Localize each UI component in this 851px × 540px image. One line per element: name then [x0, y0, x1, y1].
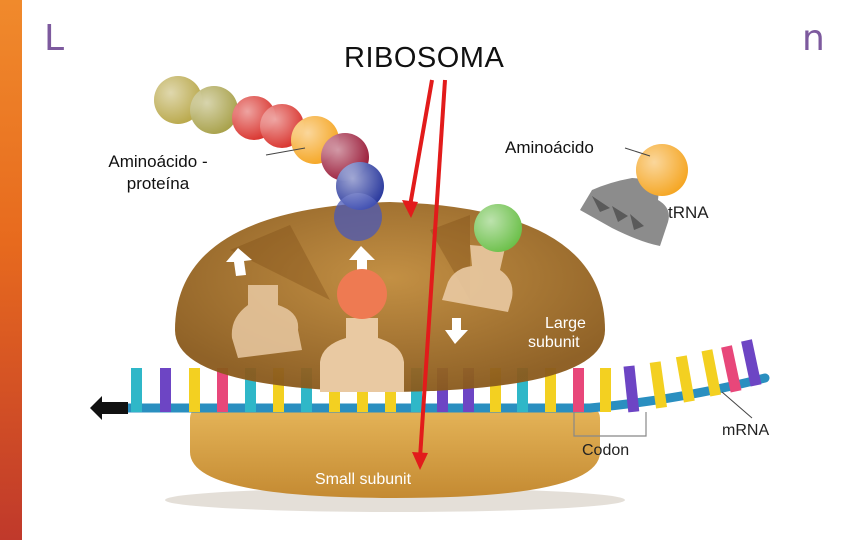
- leader-line-aminoacid-protein: [265, 147, 306, 156]
- small-subunit: [190, 405, 600, 498]
- codon-label: Codon: [582, 442, 629, 459]
- trna-right: [442, 245, 513, 312]
- aminoacid-label: Aminoácido: [505, 138, 594, 157]
- mrna-label: mRNA: [722, 422, 769, 439]
- background-letter-left: L: [44, 18, 65, 59]
- arrow-icon: [445, 318, 468, 344]
- pointer-arrows: [402, 79, 447, 470]
- codon-bracket: [573, 412, 647, 437]
- trna-left: [231, 285, 302, 358]
- large-subunit-shading: [230, 215, 470, 300]
- accent-side-bar: [0, 0, 22, 540]
- large-subunit-label-line2: subunit: [528, 334, 580, 351]
- arrow-left-icon: [90, 396, 128, 420]
- arrow-icon: [226, 248, 252, 276]
- amino-acid-bead-green-highlight: [474, 204, 522, 252]
- small-subunit-label: Small subunit: [315, 471, 412, 488]
- trna-center: [320, 318, 404, 392]
- large-subunit-label-line1: Large: [545, 315, 586, 332]
- background-letter-right: n: [802, 18, 825, 59]
- ribosome-shadow: [165, 488, 625, 512]
- leader-line-aminoacid: [624, 147, 651, 157]
- protein-chain: [154, 76, 384, 241]
- trna-label: tRNA: [668, 203, 709, 222]
- amino-acid-bead-orange-center: [337, 269, 387, 319]
- aminoacid-protein-label: Aminoácido - proteína: [108, 152, 208, 193]
- leader-line-mrna: [721, 391, 753, 419]
- free-amino-acid-highlight: [636, 144, 688, 196]
- free-trna: [580, 178, 669, 246]
- arrow-icon: [349, 246, 375, 274]
- ribosome-title: RIBOSOMA: [344, 42, 505, 74]
